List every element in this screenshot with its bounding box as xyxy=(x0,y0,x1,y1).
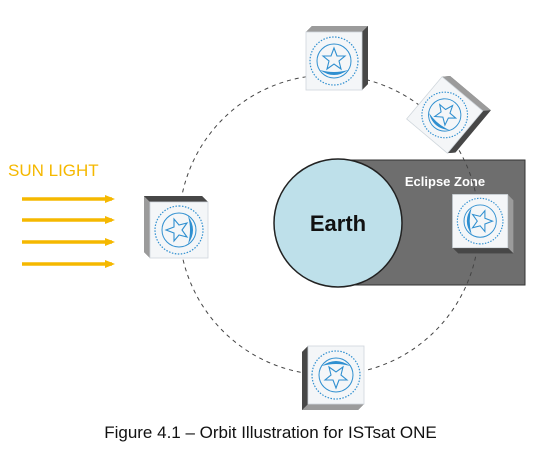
earth-label: Earth xyxy=(310,211,366,236)
satellite-upper-right xyxy=(406,71,492,158)
earth xyxy=(273,158,403,288)
figure-caption: Figure 4.1 – Orbit Illustration for ISTs… xyxy=(104,423,437,442)
eclipse-zone-label: Eclipse Zone xyxy=(405,174,485,189)
sunlight-arrows xyxy=(22,195,115,268)
satellite-top xyxy=(305,25,369,91)
satellite-left xyxy=(143,195,209,259)
orbit-diagram: Eclipse Zone Earth SUN LIGHT xyxy=(8,25,526,411)
sun-light-label: SUN LIGHT xyxy=(8,161,99,180)
satellite-eclipse xyxy=(452,193,514,254)
satellite-bottom xyxy=(301,345,365,411)
